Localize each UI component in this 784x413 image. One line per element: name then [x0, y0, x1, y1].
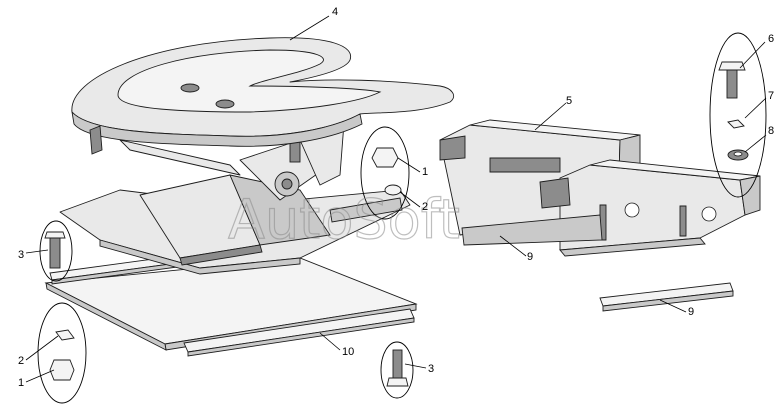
strip-9-right	[599, 282, 734, 312]
detail-oval-bolt-lower	[380, 341, 414, 399]
detail-oval-bolt-nut-washer	[709, 32, 767, 198]
callout-4: 4	[332, 6, 338, 18]
rail-connector-tube	[489, 157, 561, 173]
callout-labels: 4 6 5 7 8 1 2 3 9 9 10 2 1 3	[18, 6, 774, 389]
callout-9-right: 9	[688, 306, 694, 318]
callout-1-upper: 1	[422, 166, 428, 178]
mounting-strip-front	[183, 308, 415, 357]
frame-bracket-assembly	[59, 109, 411, 275]
watermark-text: AutoSoft	[228, 188, 460, 251]
callout-1-lower: 1	[18, 377, 24, 389]
callout-3-lower: 3	[428, 363, 434, 375]
saddle-plate-4	[71, 37, 454, 155]
callout-9-center: 9	[527, 251, 533, 263]
callout-8: 8	[768, 125, 774, 137]
callout-10: 10	[342, 346, 354, 358]
callout-5: 5	[566, 95, 572, 107]
rail-bracket-base	[461, 214, 603, 246]
detail-oval-nut-washer-upper	[360, 126, 410, 220]
callout-2-lower: 2	[18, 355, 24, 367]
callout-7: 7	[768, 90, 774, 102]
callout-3-left: 3	[18, 249, 24, 261]
detail-oval-nut-washer-lower	[37, 302, 87, 404]
callout-6: 6	[768, 33, 774, 45]
callout-2-upper: 2	[422, 201, 428, 213]
leader-lines	[25, 15, 767, 383]
rail-bracket-5-front	[539, 159, 761, 257]
